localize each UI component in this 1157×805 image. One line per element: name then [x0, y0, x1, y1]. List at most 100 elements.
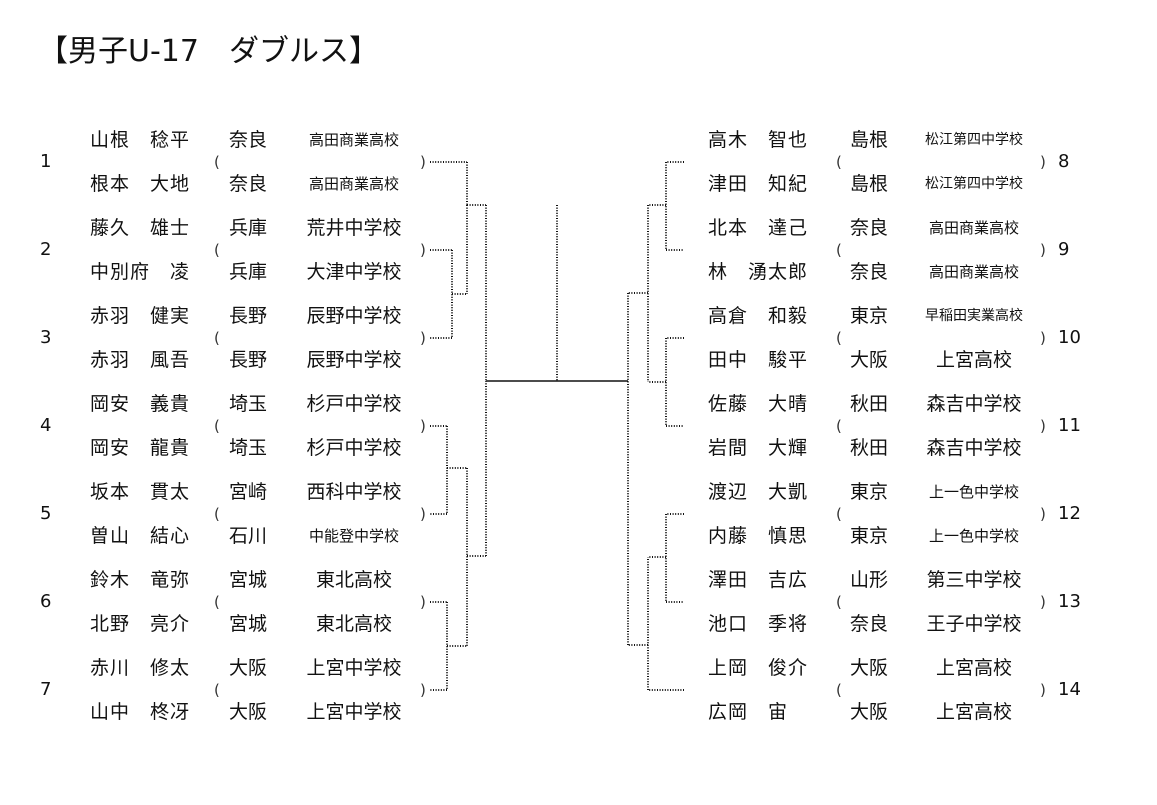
player-name: 上岡 俊介 — [708, 657, 809, 679]
school-name: 松江第四中学校 — [925, 132, 1023, 148]
school-name: 上宮高校 — [935, 657, 1012, 679]
player-name: 津田 知紀 — [708, 173, 809, 195]
player-name: 曽山 結心 — [90, 525, 191, 547]
paren-open: ( — [214, 593, 220, 611]
paren-close: ) — [420, 241, 426, 259]
player-name: 澤田 吉広 — [708, 569, 809, 591]
prefecture: 宮崎 — [229, 481, 268, 503]
seed-number: 14 — [1058, 679, 1081, 700]
prefecture: 長野 — [229, 305, 268, 327]
prefecture: 石川 — [229, 525, 268, 547]
player-name: 鈴木 竜弥 — [90, 569, 191, 591]
player-name: 岡安 龍貴 — [90, 437, 191, 459]
prefecture: 山形 — [850, 569, 889, 591]
school-name: 高田商業高校 — [308, 131, 399, 149]
prefecture: 東京 — [850, 481, 889, 503]
prefecture: 東京 — [850, 525, 889, 547]
paren-close: ) — [420, 681, 426, 699]
player-name: 岩間 大輝 — [708, 437, 809, 459]
player-name: 中別府 凌 — [90, 261, 191, 283]
school-name: 上一色中学校 — [928, 527, 1019, 545]
player-name: 山根 稔平 — [90, 129, 191, 151]
player-name: 池口 季将 — [708, 613, 809, 635]
school-name: 森吉中学校 — [926, 393, 1022, 415]
paren-open: ( — [214, 329, 220, 347]
prefecture: 島根 — [850, 173, 889, 195]
prefecture: 大阪 — [229, 657, 268, 679]
player-name: 林 湧太郎 — [708, 261, 809, 283]
school-name: 早稲田実業高校 — [925, 308, 1023, 324]
seed-number: 13 — [1058, 591, 1081, 612]
school-name: 杉戸中学校 — [306, 393, 402, 415]
seed-number: 10 — [1058, 327, 1081, 348]
prefecture: 奈良 — [229, 173, 268, 195]
prefecture: 兵庫 — [229, 217, 268, 239]
player-name: 赤川 修太 — [90, 657, 191, 679]
player-name: 山中 柊冴 — [90, 701, 191, 723]
prefecture: 奈良 — [850, 613, 889, 635]
school-name: 中能登中学校 — [308, 527, 399, 545]
seed-number: 9 — [1058, 239, 1070, 260]
school-name: 上宮高校 — [935, 701, 1012, 723]
school-name: 上宮中学校 — [306, 701, 402, 723]
paren-close: ) — [1040, 505, 1046, 523]
seed-number: 8 — [1058, 151, 1070, 172]
school-name: 第三中学校 — [926, 569, 1022, 591]
school-name: 東北高校 — [315, 569, 392, 591]
prefecture: 大阪 — [229, 701, 268, 723]
school-name: 辰野中学校 — [306, 305, 402, 327]
player-name: 坂本 貫太 — [90, 481, 191, 503]
prefecture: 島根 — [850, 129, 889, 151]
paren-open: ( — [836, 505, 842, 523]
school-name: 上宮中学校 — [306, 657, 402, 679]
player-name: 渡辺 大凱 — [708, 481, 809, 503]
paren-close: ) — [1040, 593, 1046, 611]
paren-close: ) — [1040, 241, 1046, 259]
prefecture: 兵庫 — [229, 261, 268, 283]
prefecture: 奈良 — [229, 129, 268, 151]
school-name: 杉戸中学校 — [306, 437, 402, 459]
prefecture: 奈良 — [850, 261, 889, 283]
school-name: 上一色中学校 — [928, 483, 1019, 501]
paren-open: ( — [214, 417, 220, 435]
prefecture: 宮城 — [229, 569, 268, 591]
paren-open: ( — [836, 329, 842, 347]
prefecture: 大阪 — [850, 349, 889, 371]
school-name: 西科中学校 — [306, 481, 402, 503]
paren-close: ) — [1040, 153, 1046, 171]
seed-number: 3 — [40, 327, 52, 348]
school-name: 王子中学校 — [926, 613, 1022, 635]
prefecture: 東京 — [850, 305, 889, 327]
school-name: 松江第四中学校 — [925, 176, 1023, 192]
player-name: 赤羽 風吾 — [90, 349, 191, 371]
school-name: 高田商業高校 — [928, 219, 1019, 237]
school-name: 高田商業高校 — [928, 263, 1019, 281]
player-name: 内藤 慎思 — [708, 525, 809, 547]
prefecture: 長野 — [229, 349, 268, 371]
school-name: 森吉中学校 — [926, 437, 1022, 459]
player-name: 田中 駿平 — [708, 349, 809, 371]
paren-open: ( — [214, 153, 220, 171]
seed-number: 5 — [40, 503, 52, 524]
paren-open: ( — [214, 681, 220, 699]
seed-number: 6 — [40, 591, 52, 612]
school-name: 大津中学校 — [306, 261, 402, 283]
prefecture: 秋田 — [850, 437, 889, 459]
player-name: 根本 大地 — [90, 173, 191, 195]
seed-number: 1 — [40, 151, 52, 172]
school-name: 荒井中学校 — [306, 217, 402, 239]
paren-open: ( — [836, 153, 842, 171]
paren-close: ) — [1040, 329, 1046, 347]
paren-open: ( — [214, 241, 220, 259]
seed-number: 12 — [1058, 503, 1081, 524]
seed-number: 7 — [40, 679, 52, 700]
school-name: 東北高校 — [315, 613, 392, 635]
school-name: 辰野中学校 — [306, 349, 402, 371]
prefecture: 奈良 — [850, 217, 889, 239]
paren-close: ) — [1040, 417, 1046, 435]
paren-close: ) — [420, 505, 426, 523]
paren-open: ( — [836, 241, 842, 259]
paren-close: ) — [1040, 681, 1046, 699]
paren-open: ( — [836, 681, 842, 699]
